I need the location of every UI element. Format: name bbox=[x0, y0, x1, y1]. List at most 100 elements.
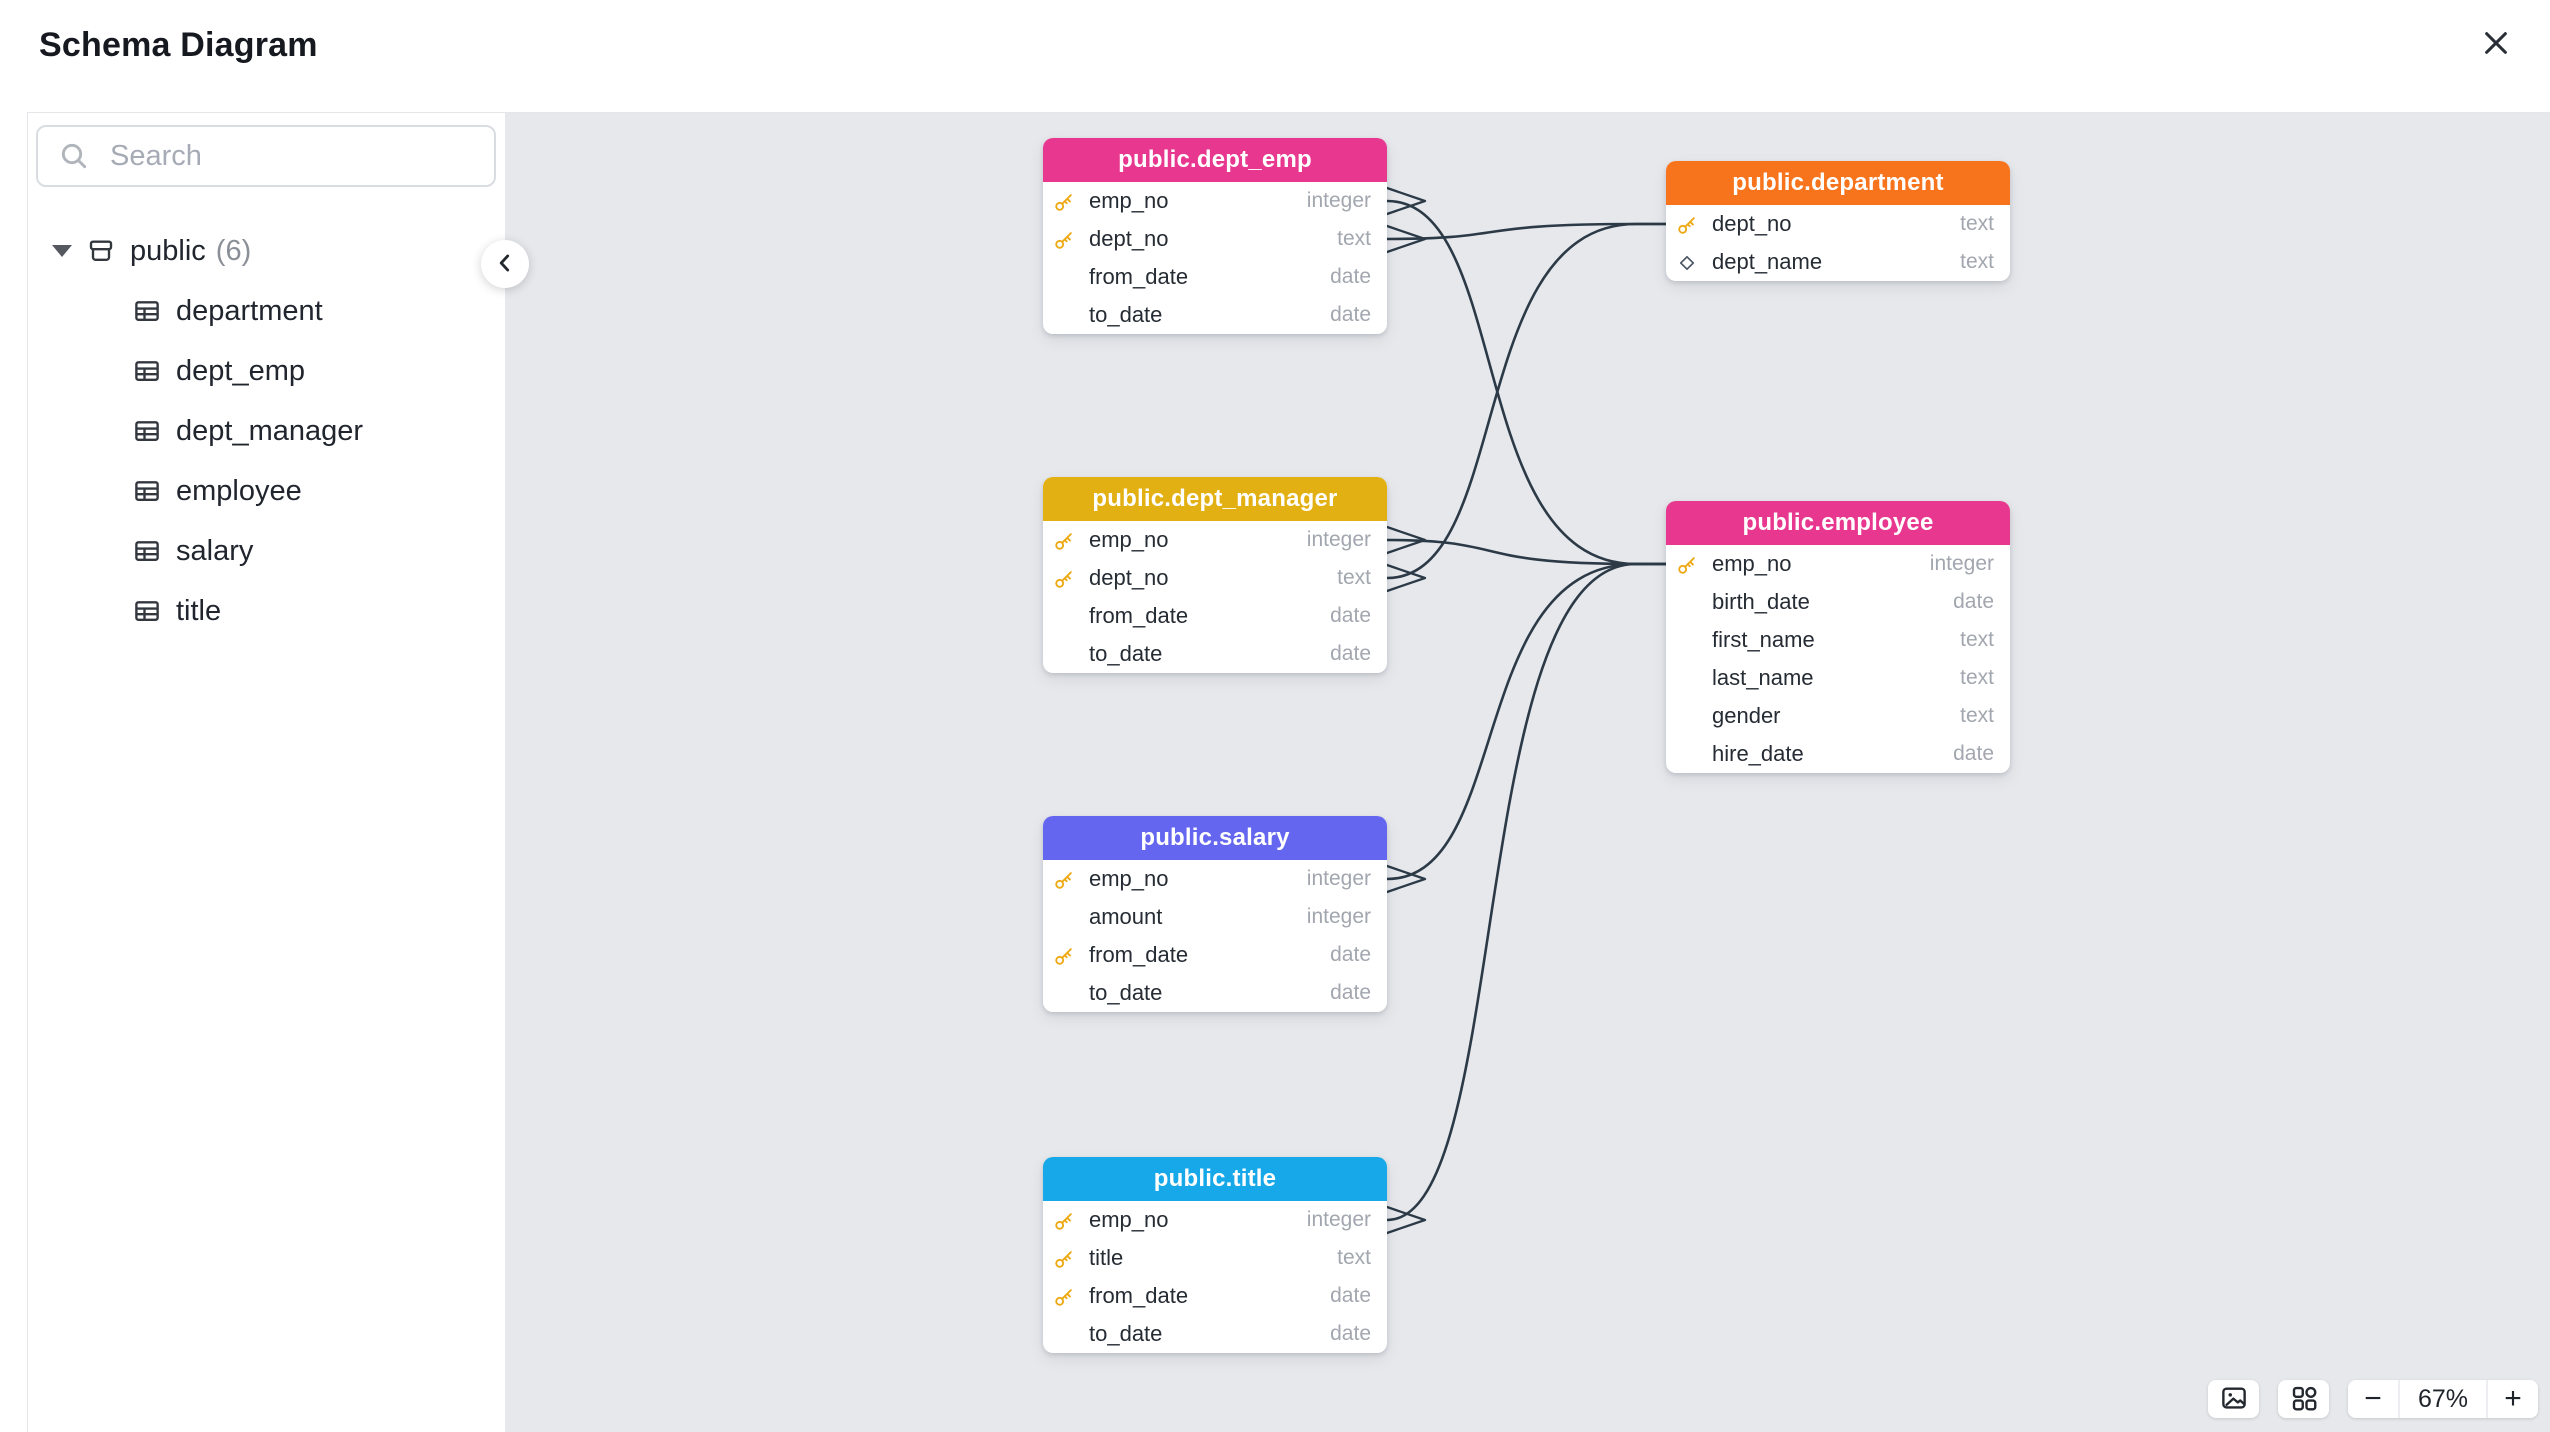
column-name: emp_no bbox=[1089, 1207, 1169, 1232]
export-image-button[interactable] bbox=[2208, 1380, 2259, 1418]
column-name: to_date bbox=[1089, 302, 1163, 327]
relation-dept_emp.emp_no-to-employee.emp_no bbox=[1385, 199, 1668, 566]
crowfoot-many-marker bbox=[1385, 224, 1427, 254]
column-row-employee-gender: gender text bbox=[1666, 697, 2010, 735]
column-row-title-title: title text bbox=[1043, 1239, 1387, 1277]
table-icon bbox=[132, 356, 162, 386]
zoom-in-button[interactable]: + bbox=[2488, 1380, 2538, 1418]
column-type: text bbox=[1960, 250, 1994, 273]
column-name: dept_name bbox=[1712, 249, 1823, 274]
tree-item-label: dept_manager bbox=[176, 414, 364, 447]
table-icon bbox=[132, 476, 162, 506]
column-row-employee-emp_no: emp_no integer bbox=[1666, 545, 2010, 583]
tree-item-table-salary[interactable]: salary bbox=[28, 521, 505, 581]
divider bbox=[2486, 1380, 2488, 1418]
column-row-title-from_date: from_date date bbox=[1043, 1277, 1387, 1315]
column-row-salary-to_date: to_date date bbox=[1043, 974, 1387, 1012]
schema-tree: public (6) department dept_emp dept_mana… bbox=[28, 221, 505, 641]
table-card-title: public.employee bbox=[1742, 509, 1934, 536]
column-name: dept_no bbox=[1089, 226, 1169, 251]
column-name: gender bbox=[1712, 703, 1781, 728]
relation-title.emp_no-to-employee.emp_no bbox=[1385, 562, 1668, 1222]
search-input[interactable] bbox=[36, 125, 496, 187]
column-row-dept_manager-to_date: to_date date bbox=[1043, 635, 1387, 673]
tree-item-schema-public[interactable]: public (6) bbox=[28, 221, 505, 281]
tree-item-table-dept_emp[interactable]: dept_emp bbox=[28, 341, 505, 401]
table-card-title[interactable]: public.title emp_no integer title text f… bbox=[1043, 1157, 1387, 1353]
sidebar-collapse-button[interactable] bbox=[481, 240, 529, 288]
table-card-dept_emp[interactable]: public.dept_emp emp_no integer dept_no t… bbox=[1043, 138, 1387, 334]
column-type: date bbox=[1330, 1322, 1371, 1345]
column-name: dept_no bbox=[1712, 211, 1792, 236]
table-icon bbox=[132, 596, 162, 626]
close-icon bbox=[2480, 27, 2512, 62]
column-type: text bbox=[1960, 212, 1994, 235]
column-type: date bbox=[1953, 742, 1994, 765]
column-name: to_date bbox=[1089, 641, 1163, 666]
page-title: Schema Diagram bbox=[39, 26, 318, 64]
tree-item-table-title[interactable]: title bbox=[28, 581, 505, 641]
column-type: date bbox=[1330, 604, 1371, 627]
chevron-left-icon bbox=[492, 250, 518, 279]
table-card-header: public.title bbox=[1043, 1157, 1387, 1201]
column-row-dept_emp-emp_no: emp_no integer bbox=[1043, 182, 1387, 220]
search-icon bbox=[58, 140, 90, 172]
column-type: date bbox=[1953, 590, 1994, 613]
relation-dept_emp.dept_no-to-department.dept_no bbox=[1385, 222, 1668, 241]
column-type: integer bbox=[1306, 528, 1371, 551]
table-card-title: public.dept_manager bbox=[1092, 485, 1338, 512]
column-type: date bbox=[1330, 943, 1371, 966]
table-card-header: public.salary bbox=[1043, 816, 1387, 860]
column-row-dept_manager-emp_no: emp_no integer bbox=[1043, 521, 1387, 559]
tree-item-table-dept_manager[interactable]: dept_manager bbox=[28, 401, 505, 461]
column-name: dept_no bbox=[1089, 565, 1169, 590]
relation-dept_manager.emp_no-to-employee.emp_no bbox=[1385, 538, 1668, 566]
column-type: text bbox=[1337, 1246, 1371, 1269]
relation-salary.emp_no-to-employee.emp_no bbox=[1385, 562, 1668, 881]
primary-key-icon bbox=[1053, 945, 1075, 967]
close-button[interactable] bbox=[2470, 18, 2522, 70]
column-row-department-dept_name: dept_name text bbox=[1666, 243, 2010, 281]
column-type: text bbox=[1337, 227, 1371, 250]
divider bbox=[2398, 1380, 2400, 1418]
canvas-controls: − 67% + bbox=[2208, 1380, 2538, 1418]
crowfoot-many-marker bbox=[1385, 186, 1427, 216]
table-card-dept_manager[interactable]: public.dept_manager emp_no integer dept_… bbox=[1043, 477, 1387, 673]
table-card-employee[interactable]: public.employee emp_no integer birth_dat… bbox=[1666, 501, 2010, 773]
table-card-department[interactable]: public.department dept_no text dept_name… bbox=[1666, 161, 2010, 281]
tree-item-table-department[interactable]: department bbox=[28, 281, 505, 341]
layout-grid-icon bbox=[2289, 1383, 2319, 1416]
zoom-out-button[interactable]: − bbox=[2348, 1380, 2398, 1418]
column-name: from_date bbox=[1089, 942, 1189, 967]
primary-key-icon bbox=[1053, 869, 1075, 891]
tree-item-table-employee[interactable]: employee bbox=[28, 461, 505, 521]
tree-item-label: dept_emp bbox=[176, 354, 305, 387]
table-card-title: public.department bbox=[1732, 169, 1944, 196]
table-icon bbox=[132, 416, 162, 446]
column-type: date bbox=[1330, 981, 1371, 1004]
zoom-control: − 67% + bbox=[2348, 1380, 2538, 1418]
column-row-dept_manager-from_date: from_date date bbox=[1043, 597, 1387, 635]
column-name: emp_no bbox=[1089, 866, 1169, 891]
column-row-dept_emp-from_date: from_date date bbox=[1043, 258, 1387, 296]
column-name: from_date bbox=[1089, 1283, 1189, 1308]
column-name: from_date bbox=[1089, 603, 1189, 628]
auto-layout-button[interactable] bbox=[2278, 1380, 2329, 1418]
primary-key-icon bbox=[1053, 1248, 1075, 1270]
crowfoot-many-marker bbox=[1385, 1205, 1427, 1235]
column-type: integer bbox=[1306, 905, 1371, 928]
column-type: date bbox=[1330, 1284, 1371, 1307]
column-row-salary-from_date: from_date date bbox=[1043, 936, 1387, 974]
top-bar: Schema Diagram bbox=[0, 0, 2550, 112]
table-card-header: public.employee bbox=[1666, 501, 2010, 545]
diagram-canvas[interactable]: public.dept_emp emp_no integer dept_no t… bbox=[505, 112, 2550, 1432]
column-type: date bbox=[1330, 303, 1371, 326]
column-name: from_date bbox=[1089, 264, 1189, 289]
crowfoot-many-marker bbox=[1385, 864, 1427, 894]
primary-key-icon bbox=[1053, 191, 1075, 213]
column-name: first_name bbox=[1712, 627, 1815, 652]
column-type: text bbox=[1960, 704, 1994, 727]
caret-down-icon[interactable] bbox=[52, 245, 72, 257]
table-card-salary[interactable]: public.salary emp_no integer amount inte… bbox=[1043, 816, 1387, 1012]
